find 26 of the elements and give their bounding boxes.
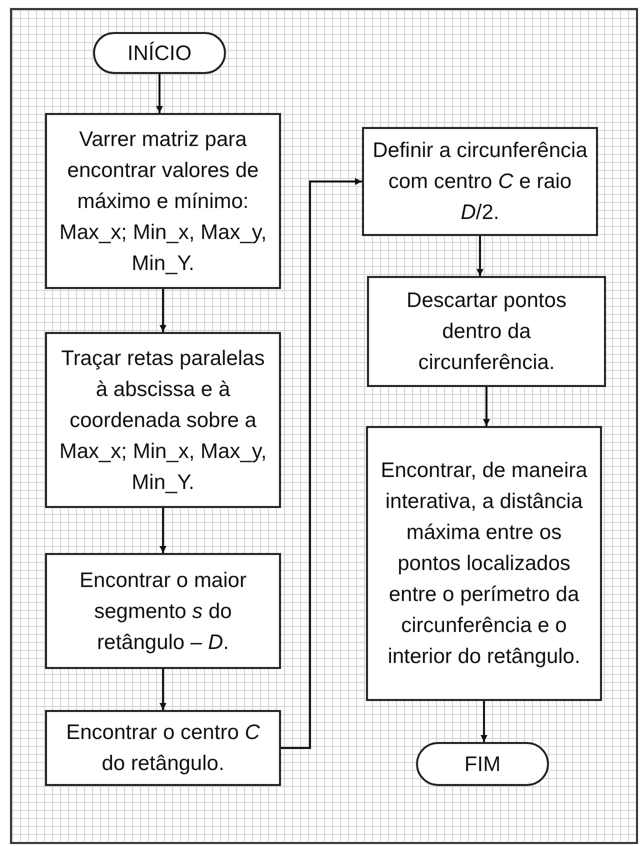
process-box	[45, 113, 281, 289]
node-text: INÍCIO	[127, 40, 192, 66]
node-text: FIM	[464, 752, 501, 778]
node-text: Traçar retas paralelas à abscissa e à coordenada sobre a Max_x; Min_x, Max_y, Min_Y.	[58, 346, 268, 496]
node-text: Descartar pontos dentro da circunferência.	[406, 288, 568, 376]
node-text: Encontrar o centro C do retângulo.	[65, 720, 261, 777]
arrow	[476, 236, 484, 276]
process-box	[367, 276, 606, 387]
process-box	[45, 332, 281, 508]
process-box	[45, 710, 281, 786]
process-box	[366, 426, 602, 701]
arrow	[156, 74, 163, 113]
arrow	[480, 701, 488, 742]
arrow	[160, 289, 166, 332]
arrow	[160, 508, 166, 553]
node-text: Encontrar o maior segmento s do retângulo – D.	[78, 568, 248, 656]
terminal-pill	[416, 742, 549, 786]
process-box	[362, 127, 598, 236]
terminal-pill	[93, 32, 226, 74]
arrow	[160, 669, 166, 710]
arrow	[281, 178, 362, 749]
node-text: Varrer matriz para encontrar valores de máximo e mínimo: Max_x; Min_x, Max_y, Min_Y.	[58, 126, 268, 276]
node-text: Encontrar, de maneira interativa, a distância máxima entre os pontos localizados entre o perímetro da circunferência e o interior do retângulo.	[380, 458, 588, 670]
arrow	[483, 387, 490, 426]
process-box	[45, 553, 281, 669]
node-text: Definir a circunferência com centro C e raio D/2.	[372, 138, 588, 226]
